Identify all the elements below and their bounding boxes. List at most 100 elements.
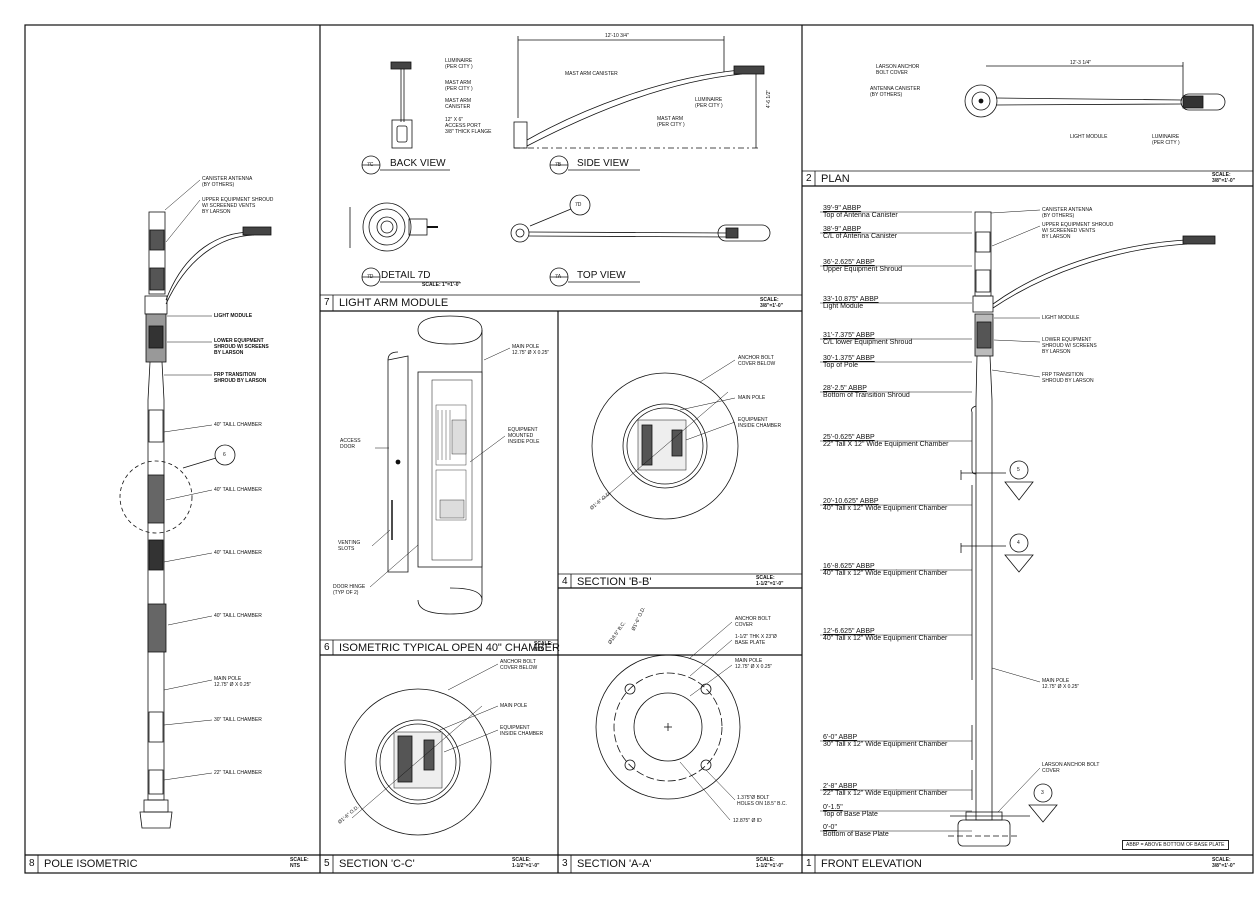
panel-6-title: ISOMETRIC TYPICAL OPEN 40" CHAMBER [339, 642, 560, 654]
luminaire-label: LUMINAIRE (PER CITY ) [695, 97, 723, 109]
canister-antenna-label: CANISTER ANTENNA (BY OTHERS) [1042, 207, 1093, 219]
light-module-label: LIGHT MODULE [1042, 315, 1080, 321]
panel-4-number: 4 [562, 576, 568, 587]
detail-7d-callout: 7D [575, 202, 582, 208]
panel-2-title: PLAN [821, 173, 850, 185]
canister-antenna-label: CANISTER ANTENNA (BY OTHERS) [202, 176, 253, 188]
section-bb-leaders [679, 359, 736, 441]
elevation-label: 0'-0"Bottom of Base Plate [823, 824, 889, 838]
panel-8-title: POLE ISOMETRIC [44, 858, 138, 870]
elevation-label: 0'-1.5"Top of Base Plate [823, 804, 878, 818]
top-view-tag: 7A [555, 274, 562, 280]
plan-span-dim: 12'-3 1/4" [1070, 60, 1092, 66]
section-marker: 5 [1017, 467, 1020, 473]
equipment-label: EQUIPMENT INSIDE CHAMBER [500, 725, 544, 737]
back-view-tag: 7C [367, 162, 374, 168]
upper-shroud-label: UPPER EQUIPMENT SHROUD W/ SCREENED VENTS… [1042, 222, 1114, 240]
pole-isometric-drawing [119, 211, 272, 829]
anchor-bolt-cover-label: ANCHOR BOLT COVER BELOW [500, 659, 538, 671]
antenna-canister-label: ANTENNA CANISTER (BY OTHERS) [870, 86, 921, 98]
equipment-label: EQUIPMENT MOUNTED INSIDE POLE [508, 427, 540, 445]
inner-diameter-label: 12.875" Ø ID [733, 818, 762, 824]
panel-3-scale: SCALE: 1-1/2"=1'-0" [756, 857, 784, 869]
chamber-label: 30" TAILL CHAMBER [214, 717, 262, 723]
main-pole-label: MAIN POLE [500, 703, 528, 709]
equipment-label: EQUIPMENT INSIDE CHAMBER [738, 417, 782, 429]
side-view-drawing [513, 36, 765, 175]
panel-8-number: 8 [29, 858, 35, 869]
main-pole-label: MAIN POLE [738, 395, 766, 401]
detail-7d-title: DETAIL 7D [381, 270, 431, 281]
main-pole-label: MAIN POLE 12.75" Ø X 0.25" [512, 344, 550, 356]
luminaire-label: LUMINAIRE (PER CITY ) [1152, 134, 1180, 146]
front-elevation-level-lines [820, 211, 972, 832]
sheet-border [24, 24, 1254, 874]
mast-arm-label: MAST ARM (PER CITY ) [445, 80, 473, 92]
anchor-bolt-cover-label: LARSON ANCHOR BOLT COVER [1042, 762, 1100, 774]
open-chamber-isometric [387, 315, 483, 615]
top-view-title: TOP VIEW [577, 270, 626, 281]
panel-2-scale: SCALE: 3/8"=1'-0" [1212, 172, 1236, 184]
back-view-drawing [361, 61, 450, 175]
section-aa-drawing [595, 654, 741, 800]
section-aa-leaders [679, 621, 736, 821]
frp-shroud-label: FRP TRANSITION SHROUD BY LARSON [214, 372, 267, 384]
access-port-label: 12" X 6" ACCESS PORT 3/8" THICK FLANGE [445, 117, 492, 135]
panel-5-scale: SCALE: 1-1/2"=1'-0" [512, 857, 540, 869]
pole-isometric-leaders [163, 179, 213, 781]
lower-shroud-label: LOWER EQUIPMENT SHROUD W/ SCREENS BY LAR… [1042, 337, 1097, 355]
detail-7d-tag: 7D [367, 274, 374, 280]
panel-1-scale: SCALE: 3/8"=1'-0" [1212, 857, 1236, 869]
panel-6-number: 6 [324, 642, 330, 653]
access-door-label: ACCESS DOOR [340, 438, 361, 450]
chamber-label: 40" TAILL CHAMBER [214, 550, 262, 556]
panel-1-title: FRONT ELEVATION [821, 858, 922, 870]
front-elevation-drawing [948, 211, 1216, 847]
mast-arm-canister-label: MAST ARM CANISTER [445, 98, 472, 110]
panel-4-scale: SCALE: 1-1/2"=1'-0" [756, 575, 784, 587]
section-cut-markers [950, 460, 1058, 823]
side-view-title: SIDE VIEW [577, 158, 629, 169]
chamber-label: 40" TAILL CHAMBER [214, 613, 262, 619]
detail-callout-number: 6 [223, 452, 226, 458]
panel-7-scale: SCALE: 3/8"=1'-0" [760, 297, 784, 309]
panel-3-number: 3 [562, 858, 568, 869]
mast-arm-canister-label: MAST ARM CANISTER [565, 71, 618, 77]
chamber-label: 40" TAILL CHAMBER [214, 487, 262, 493]
panel-7-title: LIGHT ARM MODULE [339, 297, 449, 309]
venting-slots-label: VENTING SLOTS [338, 540, 361, 552]
base-plate-label: 1-1/2" THK X 23"Ø BASE PLATE [735, 634, 777, 646]
door-hinge-label: DOOR HINGE (TYP OF 2) [333, 584, 366, 596]
main-pole-label: MAIN POLE 12.75" Ø X 0.25" [735, 658, 773, 670]
lower-shroud-label: LOWER EQUIPMENT SHROUD W/ SCREENS BY LAR… [214, 338, 269, 356]
chamber-label: 22" TAILL CHAMBER [214, 770, 262, 776]
section-cc-drawing [344, 688, 492, 836]
open-chamber-leaders [369, 347, 511, 588]
light-module-label: LIGHT MODULE [214, 313, 253, 319]
light-module-label: LIGHT MODULE [1070, 134, 1108, 140]
side-view-tag: 7B [555, 162, 562, 168]
anchor-bolt-cover-label: ANCHOR BOLT COVER BELOW [738, 355, 776, 367]
luminaire-label: LUMINAIRE (PER CITY ) [445, 58, 473, 70]
main-pole-label: MAIN POLE 12.75" Ø X 0.25" [214, 676, 252, 688]
anchor-bolt-cover-label: LARSON ANCHOR BOLT COVER [876, 64, 920, 76]
section-bb-drawing [591, 372, 739, 520]
chamber-label: 40" TAILL CHAMBER [214, 422, 262, 428]
panel-1-number: 1 [806, 858, 812, 869]
panel-8-scale: SCALE: NTS [290, 857, 309, 869]
panel-5-number: 5 [324, 858, 330, 869]
panel-2-number: 2 [806, 173, 812, 184]
back-view-title: BACK VIEW [390, 158, 446, 169]
